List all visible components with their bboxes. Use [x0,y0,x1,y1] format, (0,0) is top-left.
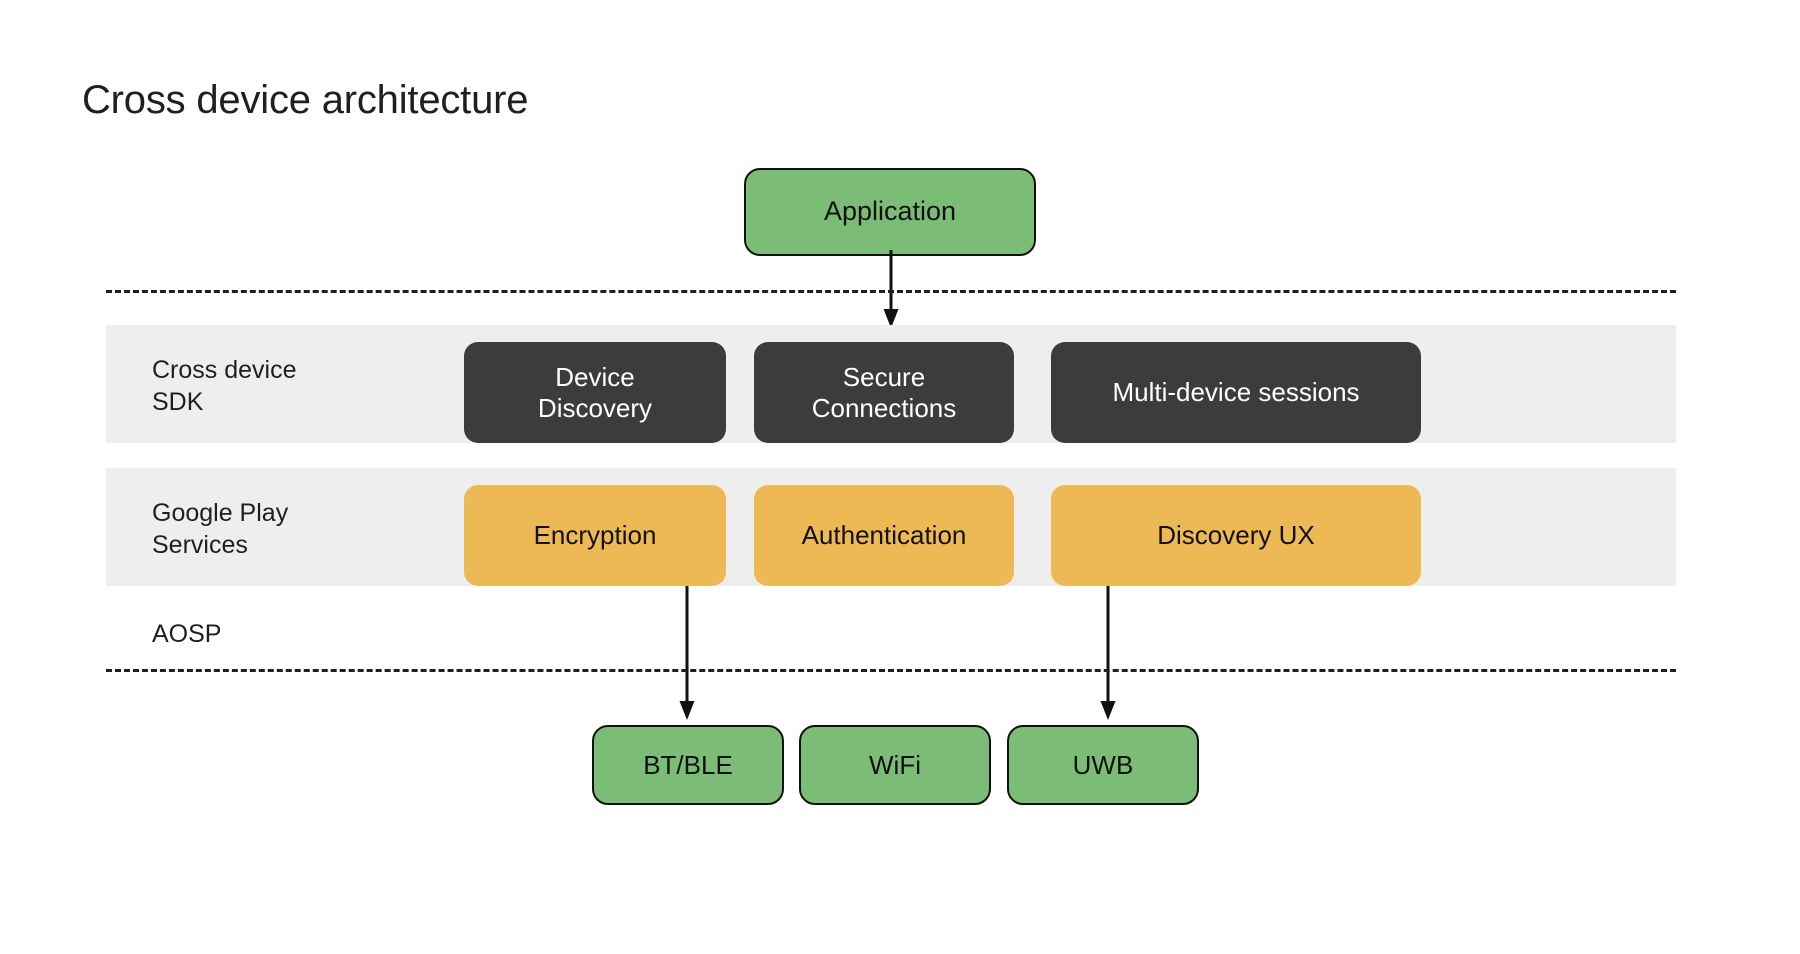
node-encryption[interactable]: Encryption [464,485,726,586]
divider-below-aosp [106,669,1676,672]
layer-label-google-play-services: Google Play Services [152,499,289,559]
node-wifi-label: WiFi [869,749,921,780]
application-node-label: Application [823,196,957,227]
node-encryption-label: Encryption [533,520,657,551]
node-multi-device-sessions-label: Multi-device sessions [1112,377,1360,408]
node-authentication-label: Authentication [801,520,967,551]
layer-label-aosp: AOSP [152,620,222,648]
node-wifi[interactable]: WiFi [799,725,991,805]
node-multi-device-sessions[interactable]: Multi-device sessions [1051,342,1421,443]
node-device-discovery[interactable]: Device Discovery [464,342,726,443]
layer-label-cross-device-sdk: Cross device SDK [152,356,297,416]
divider-above-sdk [106,290,1676,293]
node-authentication[interactable]: Authentication [754,485,1014,586]
application-node[interactable]: Application [744,168,1036,256]
node-discovery-ux[interactable]: Discovery UX [1051,485,1421,586]
node-uwb-label: UWB [1072,749,1134,780]
node-secure-connections-label: Secure Connections [811,361,957,423]
node-device-discovery-label: Device Discovery [537,361,653,423]
node-bt-ble-label: BT/BLE [643,749,733,780]
node-secure-connections[interactable]: Secure Connections [754,342,1014,443]
node-bt-ble[interactable]: BT/BLE [592,725,784,805]
node-uwb[interactable]: UWB [1007,725,1199,805]
encryption-to-btble-arrow [679,586,695,720]
discovery-ux-to-uwb-arrow [1100,586,1116,720]
page-title: Cross device architecture [82,78,529,122]
node-discovery-ux-label: Discovery UX [1157,520,1315,551]
